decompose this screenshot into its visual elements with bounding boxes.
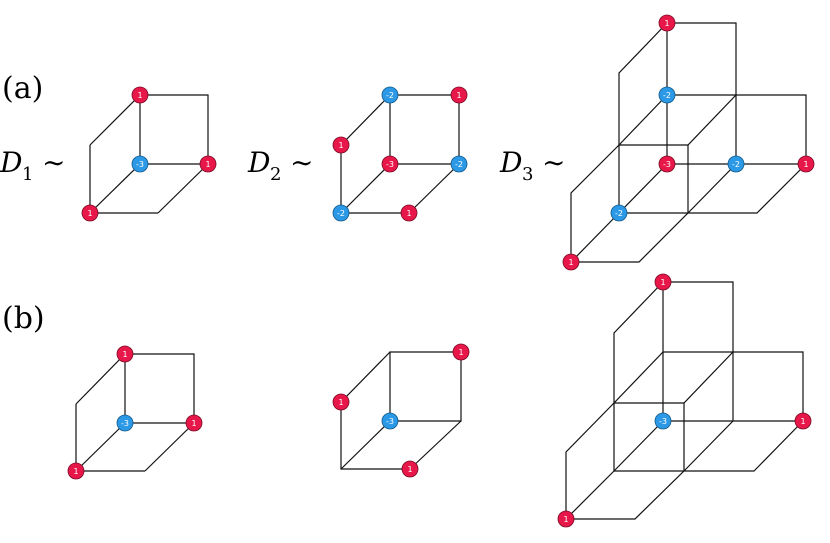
svg-text:-2: -2 [455, 160, 463, 169]
svg-text:1: 1 [205, 160, 210, 169]
node: 1 [67, 462, 85, 480]
svg-text:1: 1 [660, 278, 665, 287]
d1-letter: D [0, 146, 22, 179]
node: 1 [199, 155, 217, 173]
node: 1 [794, 412, 812, 430]
cube-a1 [89, 94, 209, 214]
svg-text:1: 1 [563, 515, 568, 524]
node: 1 [116, 345, 134, 363]
nodes-b2: 1 1 -3 1 [332, 343, 470, 478]
svg-text:1: 1 [338, 141, 343, 150]
svg-text:-2: -2 [615, 209, 623, 218]
d3-letter: D [499, 146, 522, 179]
svg-text:1: 1 [458, 348, 463, 357]
row-label-b: (b) [2, 301, 45, 336]
svg-text:1: 1 [664, 19, 669, 28]
svg-text:1: 1 [73, 467, 78, 476]
svg-text:-3: -3 [386, 160, 394, 169]
node: 1 [658, 14, 676, 32]
nodes-a3: 1 -2 -3 -2 1 -2 1 [562, 14, 815, 271]
svg-text:-2: -2 [386, 91, 394, 100]
node: 1 [131, 86, 149, 104]
nodes-a1: 1 -3 1 1 [81, 86, 217, 222]
d1-sim: ∼ [42, 146, 65, 179]
node: -3 [116, 414, 134, 432]
node: 1 [81, 204, 99, 222]
svg-text:1: 1 [137, 91, 142, 100]
svg-text:-2: -2 [337, 209, 345, 218]
cube-a2 [340, 94, 460, 214]
svg-text:1: 1 [122, 350, 127, 359]
node: 1 [797, 155, 815, 173]
d1-subscript: 1 [22, 164, 33, 185]
d3-sim: ∼ [542, 146, 565, 179]
node: -2 [332, 204, 350, 222]
svg-text:-3: -3 [136, 160, 144, 169]
svg-text:1: 1 [191, 419, 196, 428]
svg-text:-3: -3 [663, 160, 671, 169]
svg-text:1: 1 [800, 417, 805, 426]
lattice-a3 [570, 22, 807, 263]
d2-letter: D [247, 146, 270, 179]
svg-text:1: 1 [407, 465, 412, 474]
svg-text:1: 1 [338, 398, 343, 407]
svg-text:1: 1 [406, 209, 411, 218]
svg-text:1: 1 [803, 160, 808, 169]
node: 1 [452, 343, 470, 361]
node: 1 [557, 510, 575, 528]
d2-sim: ∼ [290, 146, 313, 179]
node: 1 [332, 393, 350, 411]
d3-subscript: 3 [522, 164, 533, 185]
svg-text:-3: -3 [659, 417, 667, 426]
lattice-b3 [565, 281, 804, 520]
node: 1 [185, 414, 203, 432]
node: -3 [658, 155, 676, 173]
row-label-a: (a) [2, 71, 43, 106]
svg-text:-3: -3 [386, 417, 394, 426]
cube-b1 [75, 353, 195, 472]
node: 1 [400, 204, 418, 222]
node: 1 [654, 273, 672, 291]
node: 1 [562, 253, 580, 271]
node: -2 [610, 204, 628, 222]
nodes-a2: -2 1 1 -3 -2 -2 1 [332, 86, 468, 222]
node: -2 [658, 86, 676, 104]
svg-text:-2: -2 [732, 160, 740, 169]
nodes-b1: 1 -3 1 1 [67, 345, 203, 480]
cube-b2 [340, 351, 462, 470]
node: -3 [131, 155, 149, 173]
svg-text:1: 1 [456, 91, 461, 100]
node: -3 [654, 412, 672, 430]
node: -2 [381, 86, 399, 104]
node: -3 [381, 155, 399, 173]
node: -3 [381, 412, 399, 430]
d3-label: D 3 ∼ [499, 146, 565, 185]
node: 1 [450, 86, 468, 104]
nodes-b3: 1 -3 1 1 [557, 273, 812, 528]
node: 1 [401, 460, 419, 478]
node: 1 [332, 136, 350, 154]
d2-label: D 2 ∼ [247, 146, 313, 185]
svg-text:1: 1 [568, 258, 573, 267]
svg-text:-2: -2 [663, 91, 671, 100]
node: -2 [727, 155, 745, 173]
d1-label: D 1 ∼ [0, 146, 65, 185]
node: -2 [450, 155, 468, 173]
svg-text:-3: -3 [121, 419, 129, 428]
svg-text:1: 1 [87, 209, 92, 218]
d2-subscript: 2 [270, 164, 281, 185]
